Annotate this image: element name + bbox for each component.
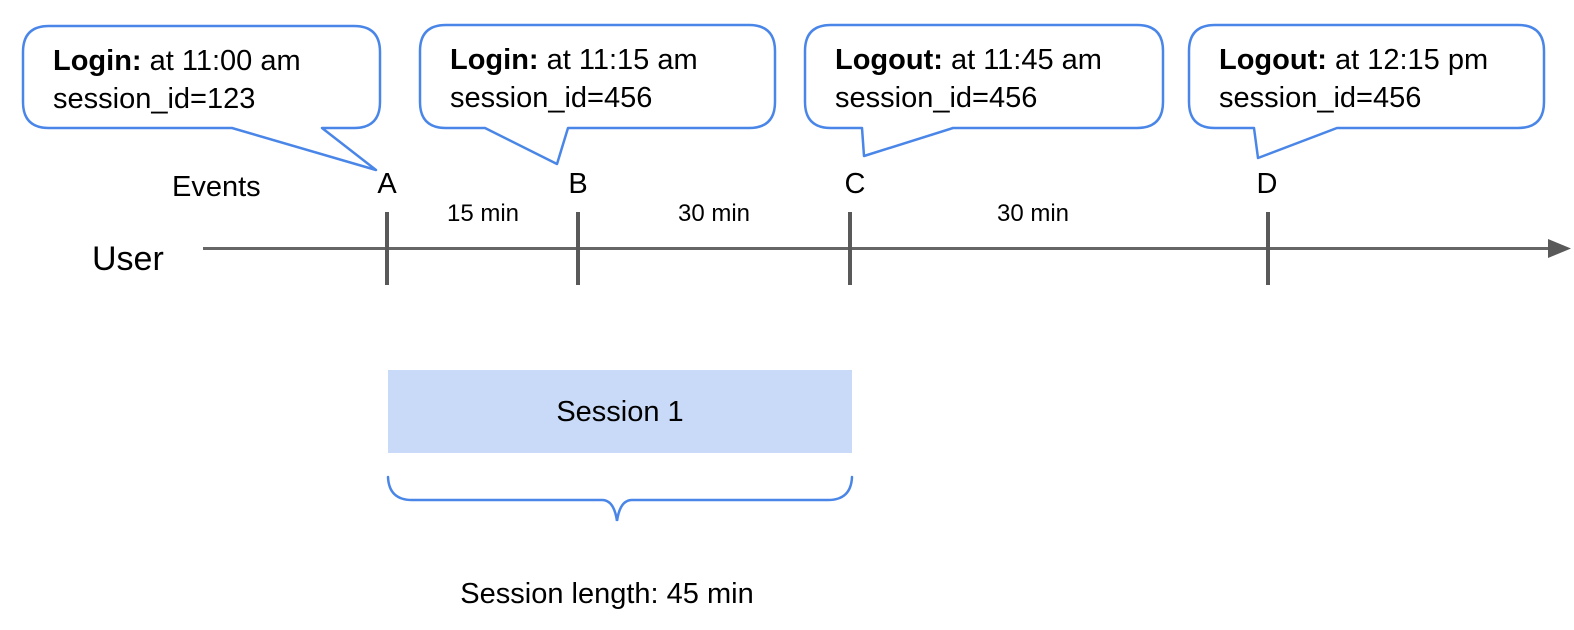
callout-line-1: Logout: at 12:15 pm [1219,41,1488,79]
callout-line-2: session_id=456 [450,82,653,114]
callout-line-1: Login: at 11:15 am [450,41,698,79]
event-letter-c: C [844,168,866,200]
event-type-label: Logout: [1219,44,1327,76]
speech-bubble-a [21,24,382,172]
callout-line-1: Logout: at 11:45 am [835,41,1102,79]
event-callout-c: Logout: at 11:45 am session_id=456 [835,41,1102,117]
event-callout-b: Login: at 11:15 am session_id=456 [450,41,698,117]
callout-line-2: session_id=123 [53,83,256,115]
event-time: at 11:00 am [141,45,301,77]
event-letter-a: A [377,168,397,200]
interval-label-bc: 30 min [677,200,751,227]
speech-bubble-b [418,23,777,166]
user-axis-label: User [92,240,164,278]
session-length-label: Session length: 45 min [460,578,754,610]
session-box [388,370,852,453]
session-brace [386,475,854,522]
callout-line-1: Login: at 11:00 am [53,42,301,80]
event-callout-d: Logout: at 12:15 pm session_id=456 [1219,41,1488,117]
interval-label-cd: 30 min [996,200,1070,227]
callout-line-2: session_id=456 [1219,82,1422,114]
event-callout-a: Login: at 11:00 am session_id=123 [53,42,301,118]
event-time: at 11:15 am [538,44,698,76]
speech-bubble-c [803,23,1165,158]
event-letter-b: B [568,168,588,200]
interval-label-ab: 15 min [446,200,520,227]
callout-line-2: session_id=456 [835,82,1038,114]
session-box-label: Session 1 [556,396,684,428]
speech-bubble-d [1187,23,1546,160]
arrowhead-icon [1548,239,1571,258]
event-time: at 11:45 am [942,44,1102,76]
event-type-label: Login: [450,44,539,76]
event-letter-d: D [1256,168,1278,200]
event-type-label: Login: [53,45,142,77]
event-type-label: Logout: [835,44,943,76]
event-time: at 12:15 pm [1326,44,1489,76]
events-row-label: Events [172,171,261,203]
